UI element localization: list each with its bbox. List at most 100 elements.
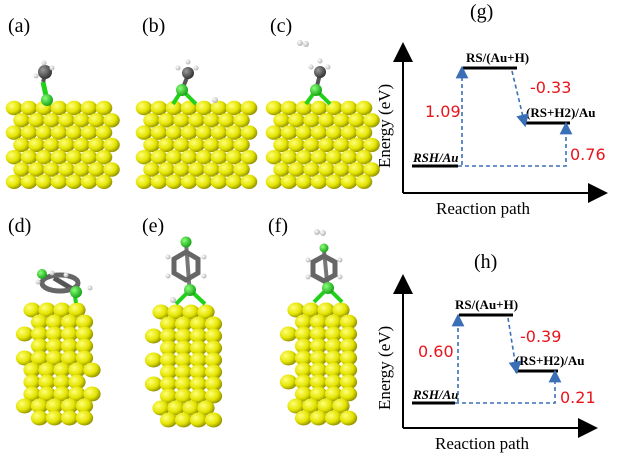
molecule-f [305,229,344,304]
gold-atom [80,125,98,140]
gold-atom [159,412,178,428]
gold-atom [195,174,213,189]
gold-atom [135,125,153,140]
gold-atom [195,125,213,140]
gold-atom [348,113,365,128]
gold-atom [95,100,113,116]
gold-atom [218,113,235,128]
gold-atom [95,174,113,189]
hydrogen-atom [305,257,311,263]
gold-atom [50,125,68,140]
panel-label-a: (a) [8,15,30,37]
gold-atom [95,125,113,140]
gold-atom [159,340,178,356]
hydrogen-atom [325,64,331,70]
gold-atom [174,388,193,404]
gold-atom [53,374,71,390]
gold-atom [60,314,79,330]
hydrogen-atom [317,58,323,64]
gold-atom [23,374,41,390]
gold-atom [75,314,94,330]
gold-atom [324,350,343,366]
gold-atom [60,326,79,342]
gold-atom [309,350,328,366]
gold-atom [302,398,320,414]
gold-slab-a [5,100,120,189]
gold-atom [339,362,358,378]
gold-atom [50,174,68,189]
gold-atom [144,376,163,392]
hydrogen-atom [337,257,343,263]
molecule-b [171,59,218,106]
gold-atom [280,100,298,116]
gold-atom [218,137,235,153]
gold-atom [280,174,298,189]
gold-atom [189,352,208,368]
gold-atom [325,125,343,140]
gold-atom [355,100,373,116]
gold-atom [28,137,45,153]
hydrogen-atom [49,65,55,71]
gold-atom [318,113,335,128]
gold-atom [324,314,343,330]
panel-label-e: (e) [142,215,164,237]
gold-atom [60,410,79,426]
energy-diagram-g: Energy (eV) Reaction path RSH/Au RS/(Au+… [375,42,608,218]
gold-atom [348,162,365,177]
panel-label-g: (g) [470,1,493,23]
gold-atom [303,137,320,153]
gold-atom [143,113,160,128]
gold-atom [60,350,79,366]
gold-atom [233,162,250,177]
gold-atom [103,162,120,177]
gold-atom [174,376,193,392]
hydrogen-atom [193,65,199,71]
panel-label-d: (d) [8,215,31,237]
sulfur-atom [310,84,322,96]
arrow-net [455,369,562,404]
gold-atom [173,162,190,177]
state-label-initial: RSH/Au [412,387,459,402]
gold-atom [88,162,105,177]
hydrogen-atom [305,274,311,280]
gold-atom [20,125,38,140]
gold-atom [203,162,220,177]
gold-atom [339,386,358,402]
gold-atom [302,302,320,318]
hydrogen-atom [212,97,218,103]
gold-atom [309,374,328,390]
energy-diagram-h: Energy (eV) Reaction path RSH/Au RS/(Au+… [375,274,598,453]
gold-atom [339,410,358,426]
gold-atom [273,162,290,177]
gold-atom [150,174,168,189]
gold-atom [15,326,34,342]
value-net: 0.76 [570,145,606,164]
state-label-final: (RS+H2)/Au [526,105,596,120]
gold-atom [348,137,365,153]
gold-atom [165,150,183,165]
gold-atom [75,410,94,426]
molecule-e [165,236,207,306]
gold-atom [295,150,313,165]
y-axis-label: Energy (eV) [375,84,394,168]
gold-atom [309,362,328,378]
gold-atom [88,113,105,128]
hydrogen-atom [175,65,181,71]
gold-atom [58,137,75,153]
hydrogen-atom [201,273,207,279]
arrow-step-2 [511,70,529,128]
gold-atom [294,326,313,342]
chlorine-atom [319,243,329,253]
hydrogen-atom [41,60,47,66]
gold-cluster-f [279,302,358,426]
gold-slab-c [265,100,380,189]
gold-atom [340,174,358,189]
gold-atom [204,412,223,428]
gold-atom [65,100,83,116]
gold-atom [174,316,193,332]
gold-atom [38,362,56,378]
gold-atom [103,113,120,128]
gold-atom [73,113,90,128]
gold-atom [303,113,320,128]
gold-atom [204,340,223,356]
